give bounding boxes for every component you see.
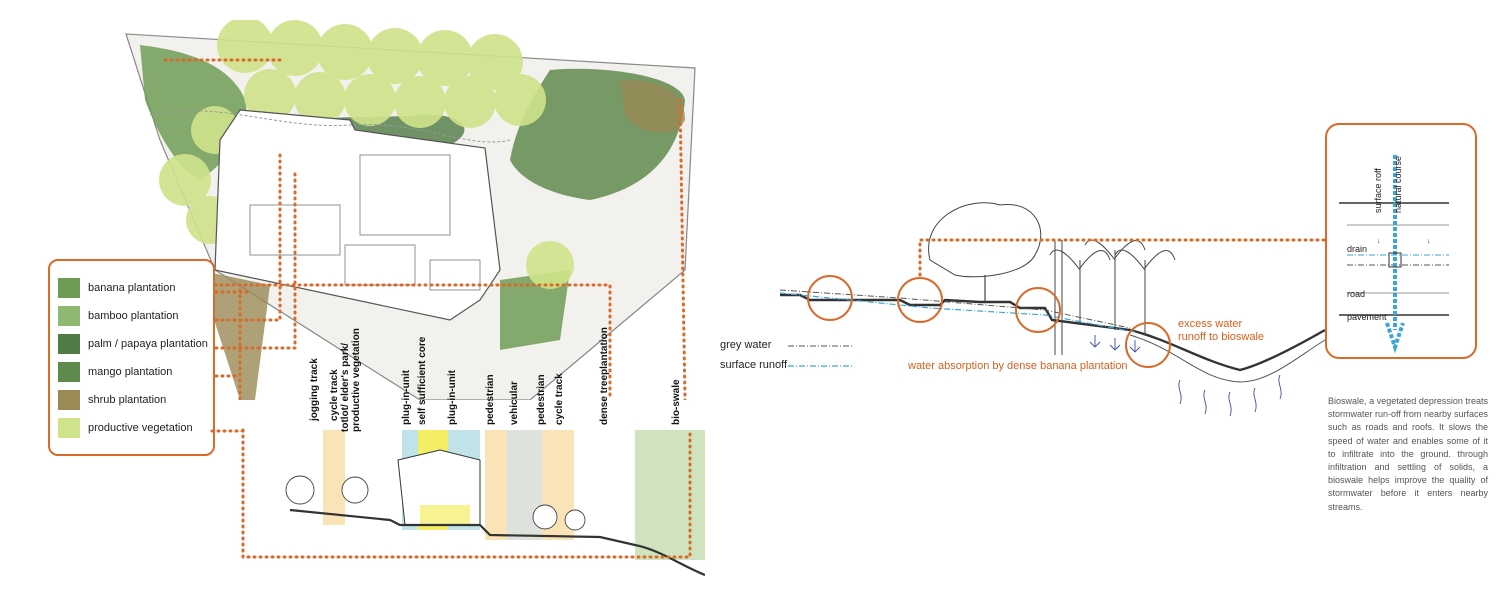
legend-swatch-bamboo [58, 306, 80, 326]
section-label-plug-in-unit-1: plug-in-unit [401, 370, 412, 425]
jogging-path [149, 110, 511, 143]
site-plan [125, 20, 696, 400]
inset-drain-label: drain [1347, 244, 1368, 254]
legend-lines [788, 345, 853, 367]
indicator-line-6 [678, 98, 687, 400]
section-label-totlot: totlot/ elder's park/ productive vegetat… [340, 328, 362, 432]
legend-swatch-banana [58, 278, 80, 298]
productive-trees [159, 20, 574, 289]
inset-natural-course-label: natural course [1393, 155, 1403, 213]
runoff-to-bioswale-label: runoff to bioswale [1178, 331, 1265, 343]
highlight-circle [1015, 287, 1061, 333]
legend-swatch-mango [58, 362, 80, 382]
ground-line [289, 508, 705, 577]
surface-runoff-line [780, 292, 1136, 333]
banana-zone-s [500, 270, 570, 350]
legend-swatch-palm [58, 334, 80, 354]
street-section [241, 428, 705, 577]
legend-label: palm / papaya plantation [88, 338, 208, 350]
section-tree [564, 509, 586, 531]
legend: banana plantation bamboo plantation palm… [48, 259, 215, 456]
section-label-pedestrian-2: pedestrian [536, 374, 547, 425]
indicator-line-3 [208, 148, 282, 322]
inset-drawing: ↓ ↓ [1339, 155, 1449, 354]
bioswale-description: Bioswale, a vegetated depression treats … [1328, 396, 1488, 512]
legend-connector [210, 429, 248, 433]
inset-diagram: ↓ ↓ surface roff natural course drain ro… [1325, 123, 1477, 359]
legend-label: bamboo plantation [88, 310, 179, 322]
indicator-line-4 [208, 168, 297, 350]
section-frame [241, 428, 692, 559]
section-label-cycle-track-2: cycle track [554, 373, 565, 425]
legend-label: banana plantation [88, 282, 176, 294]
highlight-circle [807, 275, 853, 321]
shrub-zone-sw [198, 270, 270, 400]
excess-water-label: excess water [1178, 318, 1243, 330]
legend-item: palm / papaya plantation [58, 333, 208, 355]
section-label-bio-swale: bio-swale [671, 379, 682, 425]
section-label-jogging-track: jogging track [309, 358, 320, 421]
section-label-plug-in-unit-2: plug-in-unit [447, 370, 458, 425]
legend-item: mango plantation [58, 361, 172, 383]
legend-item: productive vegetation [58, 417, 193, 439]
section-tree [285, 475, 315, 505]
legend-label: productive vegetation [88, 422, 193, 434]
section-label-cycle-track: cycle track [329, 369, 340, 421]
section-tree [341, 476, 369, 504]
bioswale-ground [780, 293, 1326, 372]
bioswale-section [780, 202, 1327, 417]
section-tree [532, 504, 558, 530]
section-label-vehicular: vehicular [509, 381, 520, 425]
canopy-tree [928, 202, 1042, 278]
svg-text:↓: ↓ [1377, 238, 1381, 245]
highlight-circle [897, 277, 943, 323]
band-cycle-track [323, 430, 345, 525]
legend-swatch-productive [58, 418, 80, 438]
legend-swatch-shrub [58, 390, 80, 410]
svg-text:↓: ↓ [1427, 238, 1431, 245]
legend-label: shrub plantation [88, 394, 167, 406]
grey-water-line [780, 289, 1131, 329]
indicator-line-7 [213, 283, 612, 400]
section-label-core: self sufficient core [417, 336, 428, 425]
legend-label: mango plantation [88, 366, 173, 378]
legend-item: shrub plantation [58, 389, 166, 411]
flow-arrow [1385, 155, 1405, 354]
section-label-dense-tree: dense treeplantation [599, 327, 610, 425]
shrub-zone [620, 80, 685, 133]
surface-runoff-label: surface runoff [720, 359, 788, 371]
inset-road-label: road [1347, 289, 1366, 299]
inset-surface-roff-label: surface roff [1373, 168, 1383, 213]
section-label-pedestrian: pedestrian [485, 374, 496, 425]
banana-plant [1049, 249, 1111, 325]
band-pedestrian [485, 430, 507, 540]
legend-item: bamboo plantation [58, 305, 179, 327]
band-bioswale [635, 430, 705, 560]
grey-water-label: grey water [720, 339, 772, 351]
inset-connector [918, 238, 1327, 277]
absorption-label: water absorption by dense banana plantat… [908, 360, 1128, 372]
legend-item: banana plantation [58, 277, 175, 299]
highlight-circle [1125, 322, 1171, 368]
inset-pavement-label: pavement [1347, 312, 1387, 322]
